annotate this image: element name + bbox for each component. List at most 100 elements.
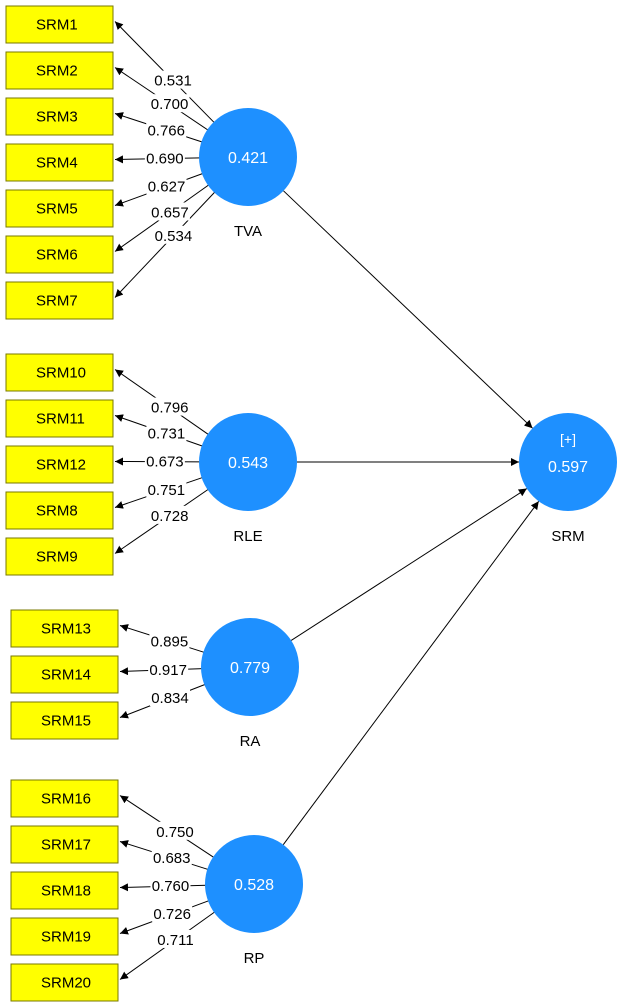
indicators-layer: SRM1SRM2SRM3SRM4SRM5SRM6SRM7SRM10SRM11SR…: [5, 5, 119, 1002]
latent-value: 0.543: [228, 455, 268, 472]
latent-value: 0.779: [230, 660, 270, 677]
loading-label-bg: [149, 505, 190, 524]
indicator-box: [10, 701, 119, 740]
loading-value-srm7: 0.534: [155, 228, 193, 245]
loading-label-bg: [148, 659, 189, 678]
indicator-srm13[interactable]: SRM13: [10, 609, 119, 648]
indicator-label: SRM13: [41, 621, 91, 638]
loading-value-srm20: 0.711: [157, 932, 193, 949]
indicator-srm14[interactable]: SRM14: [10, 655, 119, 694]
latent-name: RLE: [233, 528, 262, 545]
loading-value-srm5: 0.627: [148, 179, 186, 196]
loading-value-srm17: 0.683: [153, 850, 191, 867]
loading-label-bg: [154, 821, 195, 840]
indicator-srm2[interactable]: SRM2: [5, 51, 114, 90]
indicator-box: [10, 825, 119, 864]
indicator-box: [5, 491, 114, 530]
loading-label-bg: [155, 929, 196, 948]
indicator-srm4[interactable]: SRM4: [5, 143, 114, 182]
indicator-srm3[interactable]: SRM3: [5, 97, 114, 136]
indicator-box: [5, 189, 114, 228]
loading-value-srm19: 0.726: [153, 906, 191, 923]
indicator-label: SRM9: [36, 549, 78, 566]
latent-circle: [205, 835, 303, 933]
indicator-label: SRM4: [36, 155, 78, 172]
latent-circle: [201, 618, 299, 716]
loading-label-bg: [146, 423, 187, 442]
indicator-srm10[interactable]: SRM10: [5, 353, 114, 392]
loading-label-bg: [151, 847, 192, 866]
loading-label-bg: [144, 451, 185, 470]
indicator-box: [5, 235, 114, 274]
loading-value-srm12: 0.673: [146, 454, 184, 471]
indicator-label: SRM10: [36, 365, 86, 382]
indicator-srm17[interactable]: SRM17: [10, 825, 119, 864]
indicator-srm9[interactable]: SRM9: [5, 537, 114, 576]
indicator-srm18[interactable]: SRM18: [10, 871, 119, 910]
loading-label-bg: [149, 94, 190, 113]
loading-label-bg: [149, 202, 190, 221]
indicator-box: [5, 143, 114, 182]
latent-name: TVA: [234, 223, 262, 240]
indicator-label: SRM7: [36, 293, 78, 310]
indicator-srm19[interactable]: SRM19: [10, 917, 119, 956]
latent-name: RA: [240, 733, 261, 750]
indicator-label: SRM12: [36, 457, 86, 474]
indicator-srm12[interactable]: SRM12: [5, 445, 114, 484]
indicator-srm1[interactable]: SRM1: [5, 5, 114, 44]
indicator-label: SRM17: [41, 837, 91, 854]
loading-value-srm16: 0.750: [156, 824, 194, 841]
indicator-label: SRM3: [36, 109, 78, 126]
indicator-box: [10, 779, 119, 818]
loading-label-bg: [153, 70, 194, 89]
loading-label-bg: [146, 479, 187, 498]
indicator-box: [10, 917, 119, 956]
indicator-label: SRM20: [41, 975, 91, 992]
indicator-label: SRM1: [36, 17, 78, 34]
indicator-srm6[interactable]: SRM6: [5, 235, 114, 274]
indicator-label: SRM6: [36, 247, 78, 264]
indicator-box: [5, 281, 114, 320]
loading-value-srm3: 0.766: [147, 122, 185, 139]
indicator-srm8[interactable]: SRM8: [5, 491, 114, 530]
indicator-label: SRM19: [41, 929, 91, 946]
indicator-srm15[interactable]: SRM15: [10, 701, 119, 740]
indicator-srm11[interactable]: SRM11: [5, 399, 114, 438]
indicator-box: [5, 97, 114, 136]
path-arrow-ra-srm: [290, 488, 528, 641]
expand-toggle[interactable]: [+]: [560, 431, 576, 447]
indicator-srm20[interactable]: SRM20: [10, 963, 119, 1002]
loading-label-bg: [149, 688, 190, 707]
indicator-box: [5, 5, 114, 44]
loading-value-srm1: 0.531: [154, 73, 192, 90]
indicator-label: SRM2: [36, 63, 78, 80]
indicator-srm7[interactable]: SRM7: [5, 281, 114, 320]
indicator-box: [10, 963, 119, 1002]
latent-name: SRM: [551, 528, 584, 545]
loading-labels-layer: 0.5310.7000.7660.6900.6270.6570.5340.796…: [144, 70, 196, 949]
indicator-label: SRM15: [41, 713, 91, 730]
indicator-srm5[interactable]: SRM5: [5, 189, 114, 228]
indicator-label: SRM16: [41, 791, 91, 808]
loading-arrow-tva-srm7: [114, 190, 217, 298]
loading-value-srm2: 0.700: [151, 96, 189, 113]
indicator-label: SRM11: [36, 411, 85, 428]
indicator-box: [10, 655, 119, 694]
loading-label-bg: [146, 176, 187, 195]
indicator-label: SRM5: [36, 201, 78, 218]
loading-value-srm6: 0.657: [151, 204, 189, 221]
indicator-srm16[interactable]: SRM16: [10, 779, 119, 818]
path-arrow-tva-srm: [283, 190, 533, 429]
loading-value-srm13: 0.895: [151, 633, 189, 650]
latent-name: RP: [244, 950, 265, 967]
indicator-box: [5, 399, 114, 438]
latent-value: 0.421: [228, 150, 268, 167]
loading-label-bg: [146, 120, 187, 139]
